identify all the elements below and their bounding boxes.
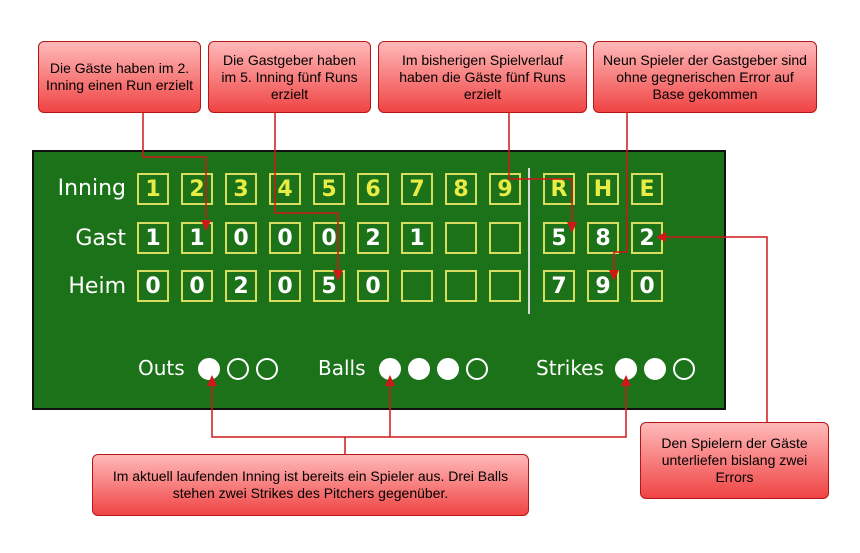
inning-header-inning-7: 7 xyxy=(401,173,433,205)
guest-score-inning-5: 0 xyxy=(313,222,345,254)
home-score-inning-6: 0 xyxy=(357,270,389,302)
callout-count-status: Im aktuell laufenden Inning ist bereits … xyxy=(92,454,529,516)
home-score-inning-9 xyxy=(489,270,521,302)
home-score-inning-4: 0 xyxy=(269,270,301,302)
ball-indicator-3 xyxy=(437,358,459,380)
inning-header-inning-5: 5 xyxy=(313,173,345,205)
strike-indicator-2 xyxy=(644,358,666,380)
guest-score-inning-6: 2 xyxy=(357,222,389,254)
guest-score-inning-2: 1 xyxy=(181,222,213,254)
strikes-label: Strikes xyxy=(536,356,604,380)
home-score-errors: 0 xyxy=(631,270,663,302)
guest-score-inning-1: 1 xyxy=(137,222,169,254)
inning-header-inning-6: 6 xyxy=(357,173,389,205)
home-score-hits: 9 xyxy=(587,270,619,302)
inning-header-hits: H xyxy=(587,173,619,205)
guest-score-hits: 8 xyxy=(587,222,619,254)
inning-header-inning-4: 4 xyxy=(269,173,301,205)
inning-header-errors: E xyxy=(631,173,663,205)
guest-score-inning-8 xyxy=(445,222,477,254)
home-score-inning-2: 0 xyxy=(181,270,213,302)
home-score-inning-1: 0 xyxy=(137,270,169,302)
strike-indicator-3 xyxy=(673,358,695,380)
inning-header-runs: R xyxy=(543,173,575,205)
guest-score-inning-9 xyxy=(489,222,521,254)
callout-guest-runs: Im bisherigen Spielverlauf haben die Gäs… xyxy=(378,41,587,113)
row-label-home: Heim xyxy=(68,274,126,299)
out-indicator-3 xyxy=(256,358,278,380)
outs-label: Outs xyxy=(138,356,185,380)
inning-header-inning-2: 2 xyxy=(181,173,213,205)
callout-home-inning5: Die Gastgeber haben im 5. Inning fünf Ru… xyxy=(208,41,371,113)
out-indicator-2 xyxy=(227,358,249,380)
guest-score-inning-3: 0 xyxy=(225,222,257,254)
callout-guest-errors: Den Spielern der Gäste unterliefen bisla… xyxy=(640,422,829,499)
ball-indicator-4 xyxy=(466,358,488,380)
inning-header-inning-3: 3 xyxy=(225,173,257,205)
inning-header-inning-8: 8 xyxy=(445,173,477,205)
rhe-divider xyxy=(528,168,530,314)
home-score-inning-3: 2 xyxy=(225,270,257,302)
home-score-inning-7 xyxy=(401,270,433,302)
inning-header-inning-1: 1 xyxy=(137,173,169,205)
home-score-runs: 7 xyxy=(543,270,575,302)
home-score-inning-5: 5 xyxy=(313,270,345,302)
row-label-guest: Gast xyxy=(75,226,126,251)
home-score-inning-8 xyxy=(445,270,477,302)
balls-label: Balls xyxy=(318,356,366,380)
guest-score-inning-7: 1 xyxy=(401,222,433,254)
guest-score-runs: 5 xyxy=(543,222,575,254)
ball-indicator-2 xyxy=(408,358,430,380)
out-indicator-1 xyxy=(198,358,220,380)
callout-home-hits: Neun Spieler der Gastgeber sind ohne geg… xyxy=(593,41,817,113)
guest-score-inning-4: 0 xyxy=(269,222,301,254)
inning-header-inning-9: 9 xyxy=(489,173,521,205)
callout-guest-inning2: Die Gäste haben im 2. Inning einen Run e… xyxy=(38,41,201,113)
row-label-inning: Inning xyxy=(57,176,126,201)
